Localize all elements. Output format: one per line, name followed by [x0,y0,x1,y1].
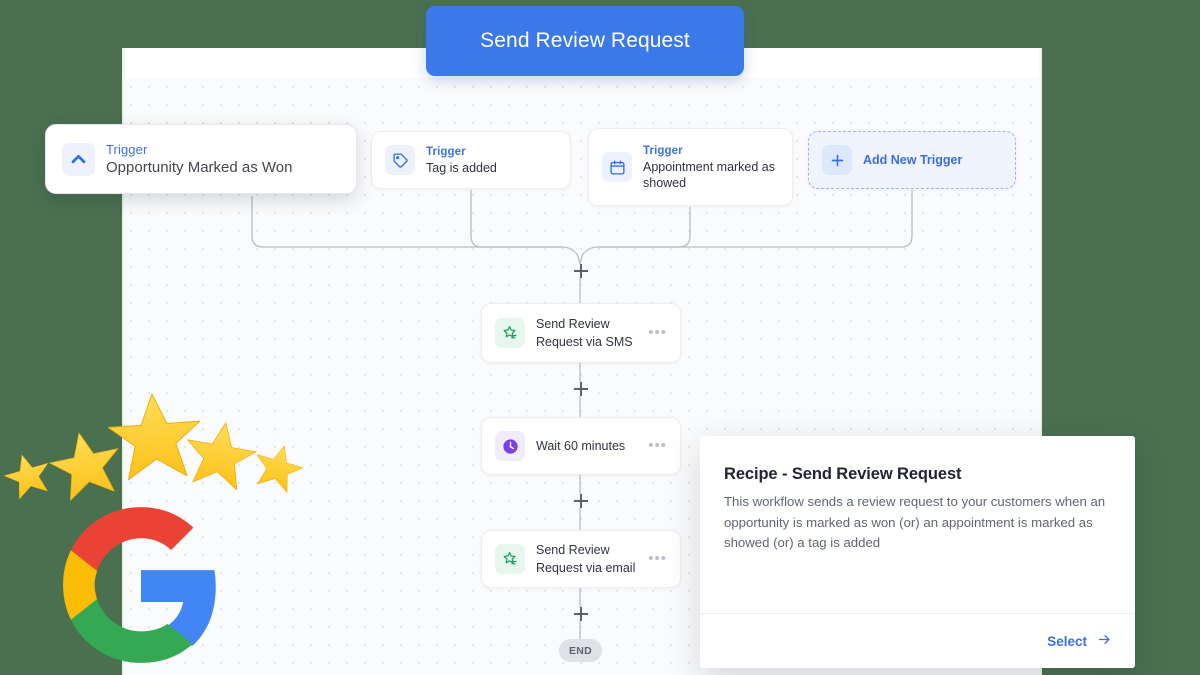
workflow-end-node: END [559,639,602,662]
action-name: Wait 60 minutes [536,439,626,453]
calendar-icon [602,152,632,182]
action-name: Send Review Request via SMS [536,317,633,349]
chevron-up-icon [62,142,95,176]
action-card-send-review-sms[interactable]: Send Review Request via SMS ••• [481,303,681,363]
five-stars-icon [4,393,304,501]
trigger-card-appointment-showed[interactable]: Trigger Appointment marked as showed [588,128,793,206]
recipe-panel: Recipe - Send Review Request This workfl… [700,436,1135,668]
canvas-right-edge [1039,48,1042,675]
select-button[interactable]: Select [1047,632,1113,650]
trigger-kind-label: Trigger [643,144,683,157]
add-step-icon-3[interactable] [574,607,588,621]
recipe-panel-footer: Select [700,613,1135,668]
action-menu-icon[interactable]: ••• [648,324,667,341]
trigger-card-opportunity-won[interactable]: Trigger Opportunity Marked as Won [45,124,357,194]
trigger-card-tag-added[interactable]: Trigger Tag is added [371,131,571,189]
recipe-title: Recipe - Send Review Request [724,465,962,483]
add-step-icon-1[interactable] [574,382,588,396]
review-star-icon [495,544,525,574]
action-card-send-review-email[interactable]: Send Review Request via email ••• [481,530,681,588]
action-menu-icon[interactable]: ••• [648,550,667,567]
clock-icon [495,431,525,461]
tag-icon [385,145,415,175]
trigger-kind-label: Trigger [106,142,148,157]
trigger-name: Tag is added [426,160,497,175]
rating-decoration [0,380,320,675]
add-step-icon-2[interactable] [574,494,588,508]
plus-icon [822,145,852,175]
add-new-trigger-label: Add New Trigger [863,153,963,167]
add-step-icon-top[interactable] [574,264,588,278]
page-title: Send Review Request [480,29,690,52]
arrow-right-icon [1096,632,1113,650]
trigger-name: Appointment marked as showed [643,159,776,190]
review-star-icon [495,318,525,348]
trigger-kind-label: Trigger [426,145,466,158]
page-title-pill: Send Review Request [426,6,744,76]
action-name: Send Review Request via email [536,543,636,575]
select-button-label: Select [1047,633,1087,649]
action-menu-icon[interactable]: ••• [648,437,667,454]
action-card-wait[interactable]: Wait 60 minutes ••• [481,417,681,475]
recipe-description: This workflow sends a review request to … [724,494,1106,550]
end-label: END [568,644,593,657]
add-new-trigger-button[interactable]: Add New Trigger [808,131,1016,189]
canvas-left-edge [122,48,125,675]
trigger-name: Opportunity Marked as Won [106,159,293,176]
google-g-logo [56,500,226,675]
